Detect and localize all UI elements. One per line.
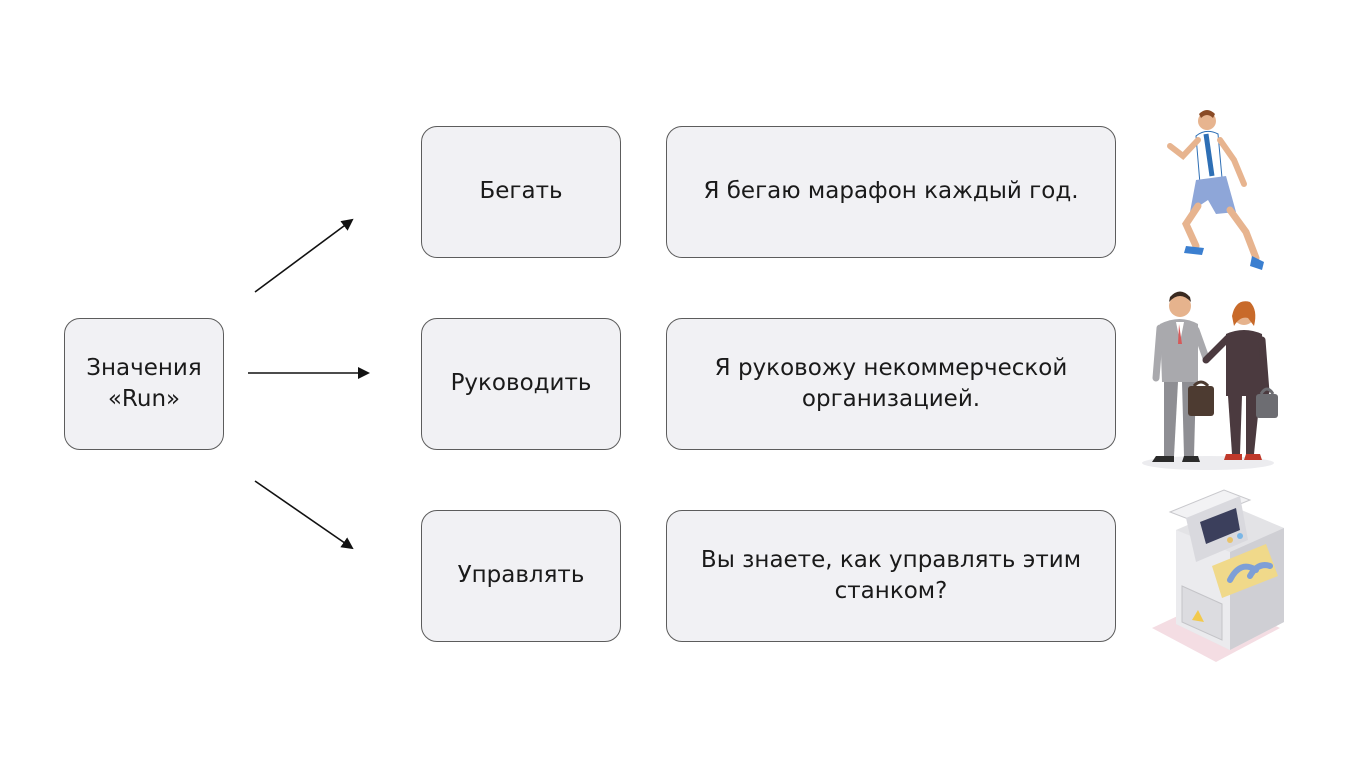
- root-node: Значения «Run»: [64, 318, 224, 450]
- meaning-word-label: Руководить: [450, 370, 592, 397]
- meaning-example-run: Я бегаю марафон каждый год.: [666, 126, 1116, 258]
- meaning-example-text: Вы знаете, как управлять этим станком?: [700, 546, 1082, 604]
- meaning-word-label: Бегать: [479, 178, 563, 205]
- meaning-example-manage: Я руковожу некоммерческой организацией.: [666, 318, 1116, 450]
- meaning-example-operate: Вы знаете, как управлять этим станком?: [666, 510, 1116, 642]
- meaning-word-run: Бегать: [421, 126, 621, 258]
- machine-icon: [1152, 489, 1284, 662]
- business-people-icon: [1142, 291, 1278, 470]
- running-man-icon: [1167, 110, 1264, 270]
- arrow-up: [254, 218, 354, 293]
- root-label-line2: «Run»: [107, 386, 181, 412]
- meaning-example-text: Я руковожу некоммерческой организацией.: [714, 354, 1068, 412]
- meaning-example-text: Я бегаю марафон каждый год.: [703, 178, 1079, 205]
- meaning-word-label: Управлять: [457, 562, 585, 589]
- meaning-word-operate: Управлять: [421, 510, 621, 642]
- meaning-word-manage: Руководить: [421, 318, 621, 450]
- root-label-line1: Значения: [86, 354, 202, 381]
- arrow-down: [254, 480, 354, 550]
